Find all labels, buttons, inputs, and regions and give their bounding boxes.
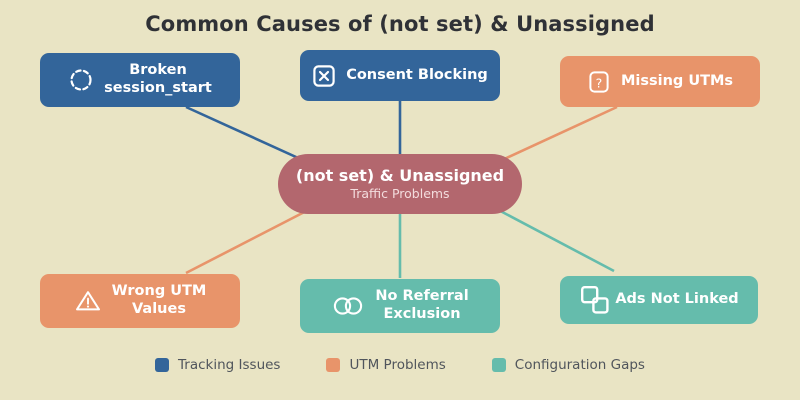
warning-triangle-icon — [74, 288, 102, 314]
edge-ads-not-linked-to-center — [488, 203, 615, 273]
legend-item-configuration-gaps: Configuration Gaps — [491, 357, 645, 373]
legend-item-tracking-issues: Tracking Issues — [155, 357, 280, 373]
boxed-x-icon — [312, 64, 336, 88]
node-label: Ads Not Linked — [615, 291, 739, 308]
node-label: Missing UTMs — [620, 72, 734, 89]
two-squares-icon — [579, 284, 613, 316]
node-missing-utms[interactable]: ? Missing UTMs — [560, 56, 760, 107]
edge-missing-utms-to-center — [486, 105, 618, 169]
node-broken-session-start[interactable]: Broken session_start — [40, 53, 240, 107]
legend-label: Configuration Gaps — [514, 357, 645, 373]
legend-item-utm-problems: UTM Problems — [326, 357, 446, 373]
node-label: Consent Blocking — [346, 66, 488, 83]
center-node[interactable]: (not set) & Unassigned Traffic Problems — [278, 154, 522, 214]
legend-label: UTM Problems — [349, 357, 446, 373]
node-consent-blocking[interactable]: Consent Blocking — [300, 50, 500, 101]
dashed-circle-icon — [68, 67, 94, 93]
node-wrong-utm-values[interactable]: Wrong UTM Values — [40, 274, 240, 328]
edge-wrong-utm-values-to-center — [185, 203, 319, 275]
node-label: No Referral Exclusion — [375, 288, 469, 322]
boxed-question-icon: ? — [587, 70, 611, 94]
legend-label: Tracking Issues — [178, 357, 281, 373]
node-ads-not-linked[interactable]: Ads Not Linked — [560, 276, 758, 324]
center-node-subtitle: Traffic Problems — [350, 186, 450, 202]
node-label: Wrong UTM Values — [111, 283, 207, 317]
two-circles-icon — [331, 294, 365, 318]
node-label: Broken session_start — [104, 62, 212, 96]
legend-swatch-icon — [491, 358, 506, 372]
node-no-referral-exclusion[interactable]: No Referral Exclusion — [300, 279, 500, 333]
page-title: Common Causes of (not set) & Unassigned — [145, 12, 655, 36]
legend: Tracking Issues UTM Problems Configurati… — [0, 357, 800, 373]
center-node-title: (not set) & Unassigned — [295, 165, 505, 185]
legend-swatch-icon — [326, 358, 341, 372]
svg-text:?: ? — [596, 75, 603, 90]
legend-swatch-icon — [155, 358, 170, 372]
